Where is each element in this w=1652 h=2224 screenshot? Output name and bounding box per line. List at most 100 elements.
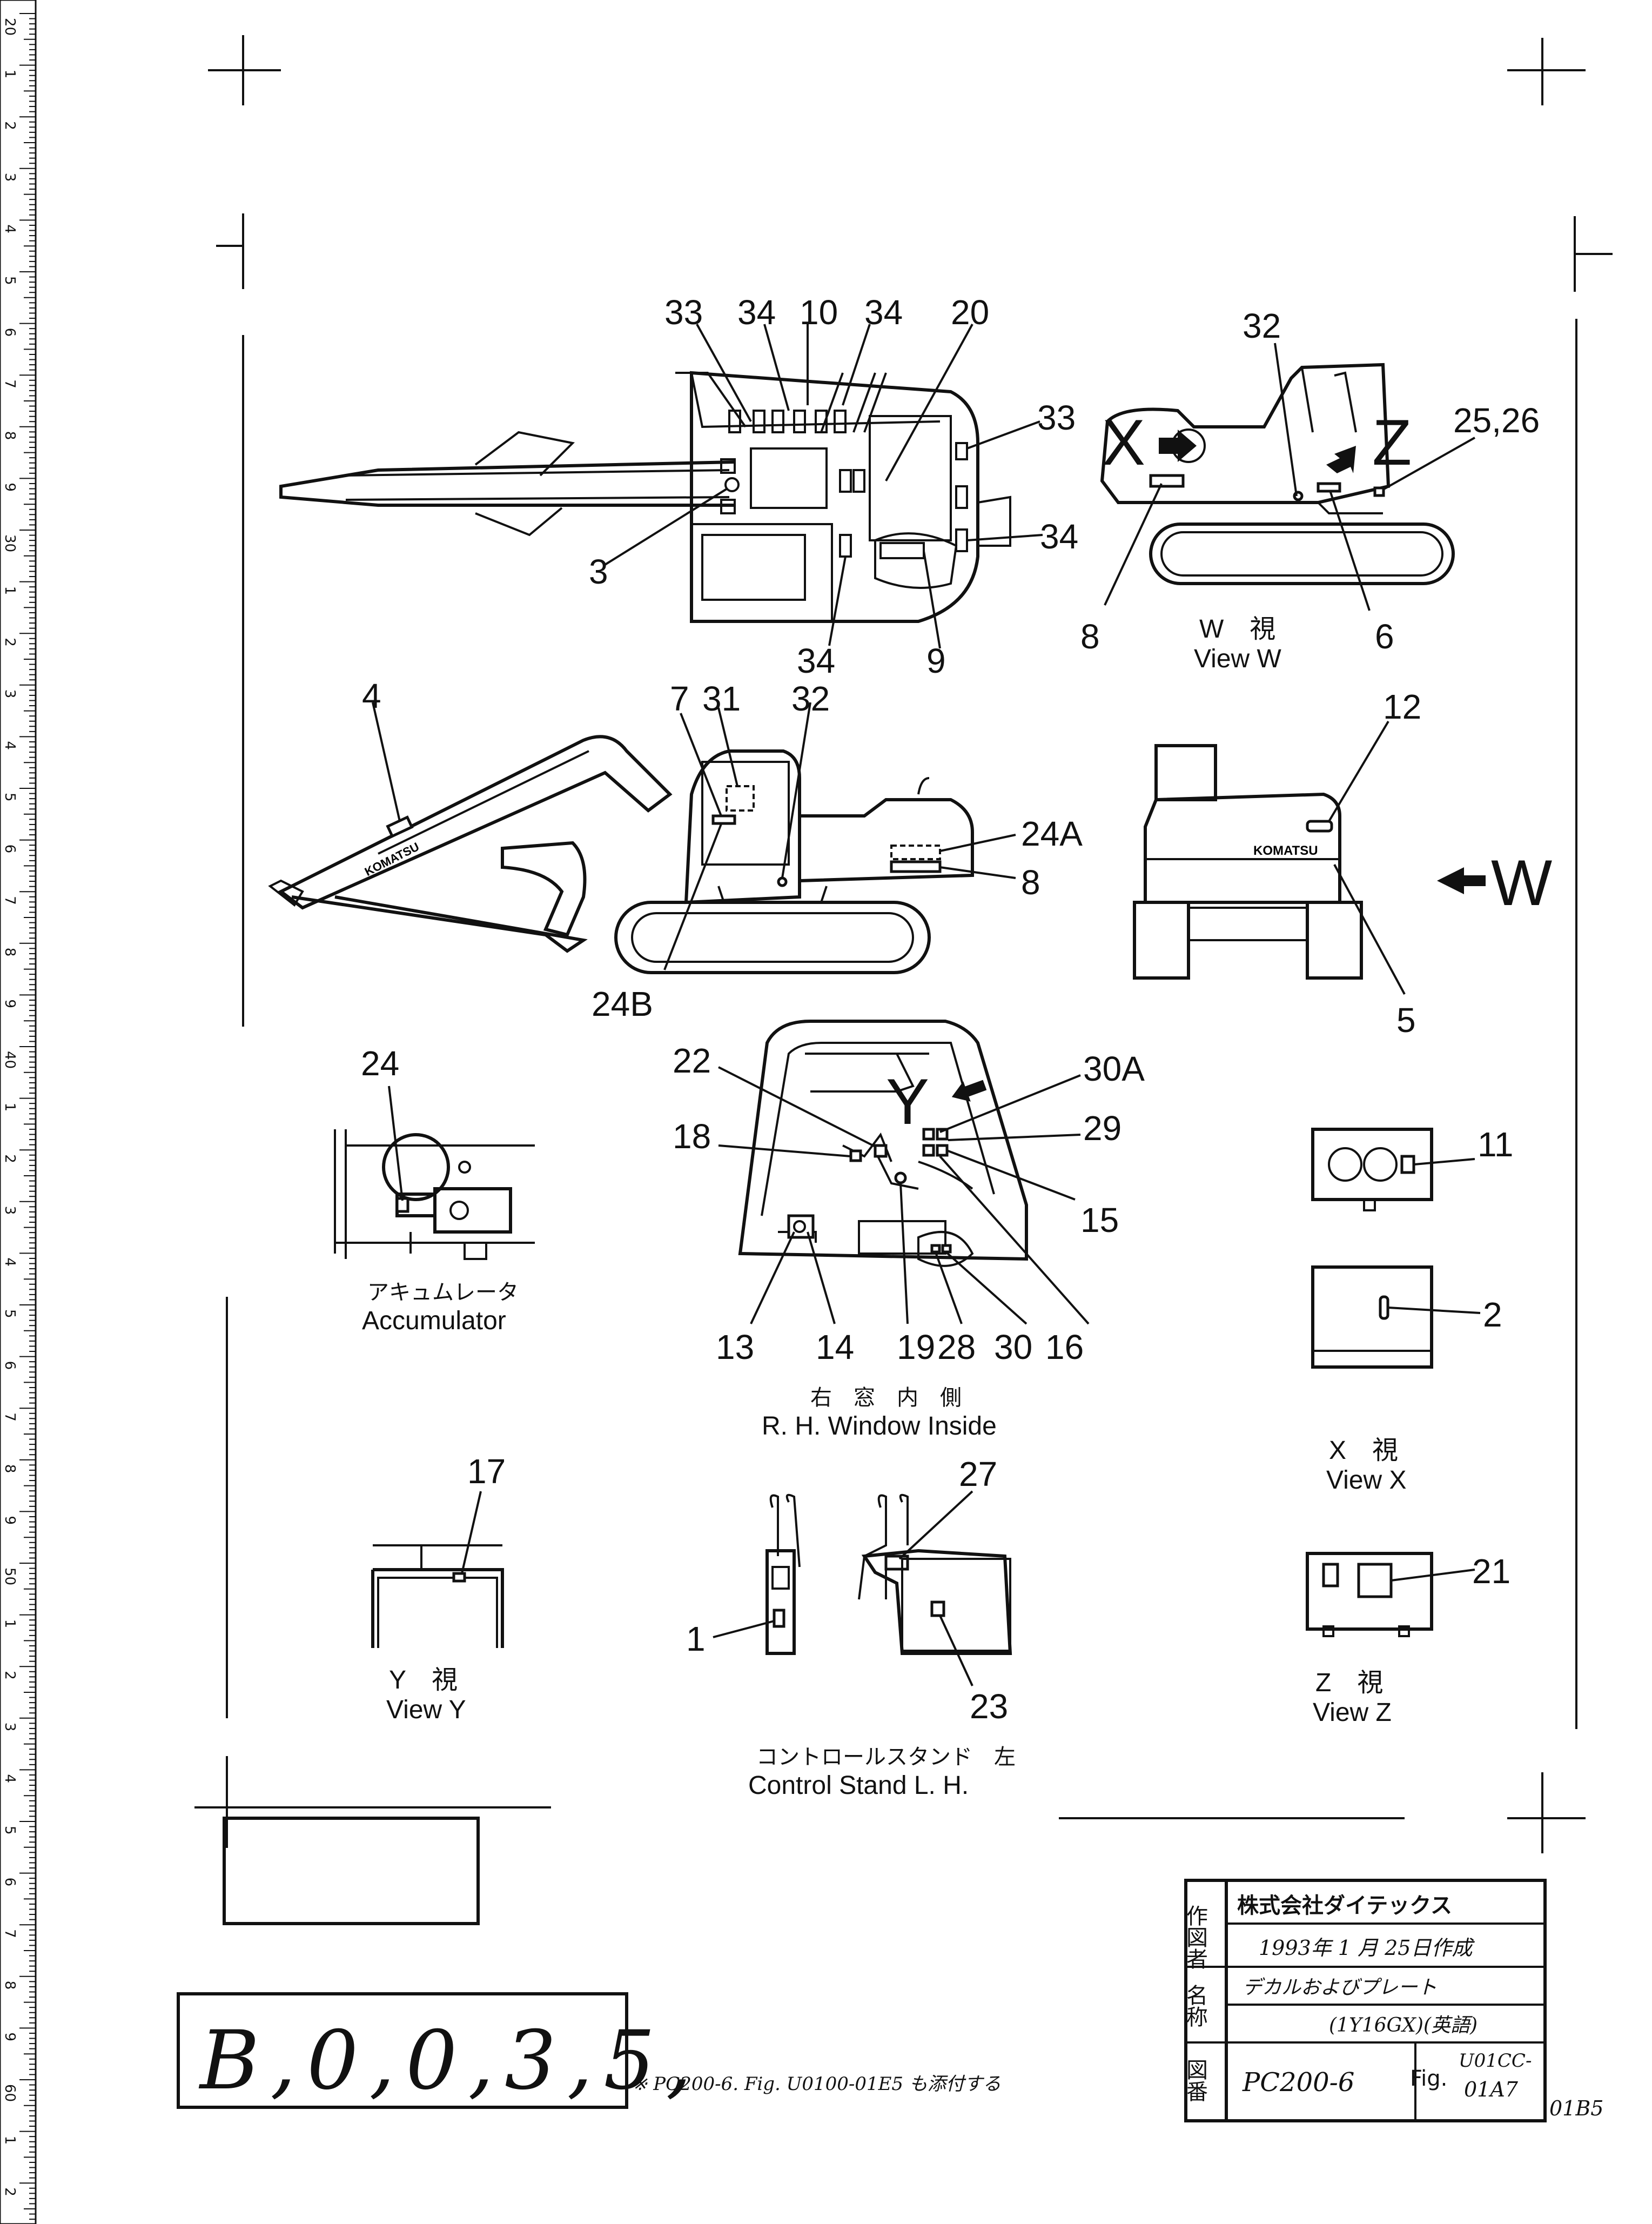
ruler-number: 4 xyxy=(2,1774,18,1783)
ruler-number: 9 xyxy=(2,2032,18,2041)
title-block: 作図者 名称 図番 株式会社ダイテックス 1993年 1 月 25日作成 デカル… xyxy=(1183,1879,1603,2122)
accumulator-caption-en: Accumulator xyxy=(362,1307,506,1335)
top-view-labels: 33 34 10 34 20 33 34 3 34 9 xyxy=(589,293,1078,680)
side-view-excavator: KOMATSU xyxy=(268,735,974,974)
view-y-caption-jp: Y 視 xyxy=(389,1666,458,1694)
rear-view-labels: 12 5 W xyxy=(1383,687,1552,1040)
ruler-number: 7 xyxy=(2,1929,18,1938)
control-stand-drawing xyxy=(765,1493,1012,1655)
ruler-number: 20 xyxy=(2,18,18,36)
arrow-w-icon xyxy=(1437,867,1486,894)
view-z-letter: Z xyxy=(1372,406,1412,479)
label-31: 31 xyxy=(702,679,741,718)
ruler-number: 30 xyxy=(2,534,18,552)
ruler: 2012345678930123456789401234567895012345… xyxy=(0,0,37,2224)
label-32: 32 xyxy=(791,679,830,718)
window-caption-en: R. H. Window Inside xyxy=(762,1412,997,1441)
label-34: 34 xyxy=(864,293,903,332)
label-18: 18 xyxy=(673,1117,711,1156)
window-caption-jp: 右 窓 内 側 xyxy=(810,1385,962,1410)
label-8: 8 xyxy=(1080,617,1100,656)
tb-fig: Fig. xyxy=(1410,2066,1447,2091)
footer-note: ※ PC200-6. Fig. U0100-01E5 も添付する xyxy=(632,2073,1001,2095)
window-inside-leaders xyxy=(718,1066,1090,1325)
view-w-caption-en: View W xyxy=(1194,645,1282,673)
ruler-number: 2 xyxy=(2,2187,18,2196)
ruler-number: 2 xyxy=(2,1671,18,1680)
view-w-leaders xyxy=(1104,343,1475,611)
label-12: 12 xyxy=(1383,687,1421,726)
tb-title-a: デカルおよびプレート xyxy=(1243,1977,1437,1999)
view-y-labels: 17 Y 視 View Y xyxy=(386,1452,506,1724)
label-34: 34 xyxy=(797,641,835,680)
ruler-number: 2 xyxy=(2,121,18,130)
ruler-number: 8 xyxy=(2,1981,18,1990)
ruler-number: 3 xyxy=(2,689,18,699)
label-20: 20 xyxy=(951,293,989,332)
label-3: 3 xyxy=(589,552,608,591)
label-21: 21 xyxy=(1472,1552,1510,1591)
control-stand-caption-en: Control Stand L. H. xyxy=(748,1771,969,1800)
ruler-number: 8 xyxy=(2,948,18,957)
label-33: 33 xyxy=(664,293,703,332)
label-27: 27 xyxy=(959,1455,997,1493)
control-stand-labels: 27 1 23 コントロールスタンド 左 Control Stand L. H. xyxy=(686,1455,1016,1800)
label-16: 16 xyxy=(1045,1328,1084,1366)
brand-rear: KOMATSU xyxy=(1253,843,1318,858)
label-34: 34 xyxy=(737,293,776,332)
view-z-labels: 21 Z 視 View Z xyxy=(1313,1552,1510,1727)
ruler-number: 1 xyxy=(2,2136,18,2145)
view-z-caption-jp: Z 視 xyxy=(1315,1669,1383,1697)
label-13: 13 xyxy=(716,1328,754,1366)
tb-head-4: 図番 xyxy=(1183,2059,1207,2102)
label-15: 15 xyxy=(1080,1201,1119,1240)
tb-fig-no-b: 01A7 xyxy=(1464,2078,1519,2101)
label-32: 32 xyxy=(1243,306,1281,345)
ruler-number: 50 xyxy=(2,1567,18,1585)
ruler-number: 2 xyxy=(2,1154,18,1163)
label-30: 30 xyxy=(994,1328,1032,1366)
ruler-number: 1 xyxy=(2,1619,18,1629)
label-24B: 24B xyxy=(592,984,653,1023)
view-y-caption-en: View Y xyxy=(386,1696,466,1724)
control-stand-caption-jp: コントロールスタンド 左 xyxy=(756,1745,1016,1770)
ruler-number: 4 xyxy=(2,741,18,750)
crop-marks xyxy=(194,35,1613,1853)
ruler-number: 4 xyxy=(2,1257,18,1267)
ruler-number: 9 xyxy=(2,1516,18,1525)
label-11: 11 xyxy=(1478,1125,1513,1164)
tb-company: 株式会社ダイテックス xyxy=(1237,1893,1452,1918)
doc-number-box: B,0,0,3,5, xyxy=(177,1992,691,2109)
ruler-number: 5 xyxy=(2,793,18,802)
view-w-drawing xyxy=(1100,363,1455,585)
ruler-number: 1 xyxy=(2,586,18,595)
label-23: 23 xyxy=(970,1687,1008,1726)
view-z-drawing xyxy=(1306,1552,1433,1637)
blank-box xyxy=(223,1817,480,1925)
view-z-caption-en: View Z xyxy=(1313,1698,1392,1727)
side-view-leaders xyxy=(372,702,1016,970)
label-9: 9 xyxy=(926,641,946,680)
view-y-drawing xyxy=(371,1544,504,1648)
tb-head-1: 作図者 xyxy=(1183,1905,1207,1970)
tb-fig-no-a: U01CC- xyxy=(1459,2050,1532,2072)
view-w-caption-jp: W 視 xyxy=(1199,615,1275,644)
label-29: 29 xyxy=(1083,1109,1122,1148)
tb-title-b: (1Y16GX)(英語) xyxy=(1329,2014,1478,2037)
label-24: 24 xyxy=(361,1044,399,1083)
arrow-x-icon xyxy=(1159,430,1197,462)
label-4: 4 xyxy=(362,676,381,715)
label-19: 19 xyxy=(897,1328,935,1366)
label-8: 8 xyxy=(1021,863,1040,902)
label-34: 34 xyxy=(1040,517,1078,556)
ruler-number: 60 xyxy=(2,2084,18,2102)
label-1: 1 xyxy=(686,1619,706,1658)
ruler-number: 7 xyxy=(2,896,18,905)
window-inside-drawing xyxy=(738,1020,1028,1267)
label-5: 5 xyxy=(1396,1001,1416,1040)
ruler-number: 3 xyxy=(2,1206,18,1215)
ruler-number: 5 xyxy=(2,1309,18,1318)
label-17: 17 xyxy=(467,1452,506,1491)
accumulator-caption-jp: アキュムレータ xyxy=(367,1280,519,1305)
